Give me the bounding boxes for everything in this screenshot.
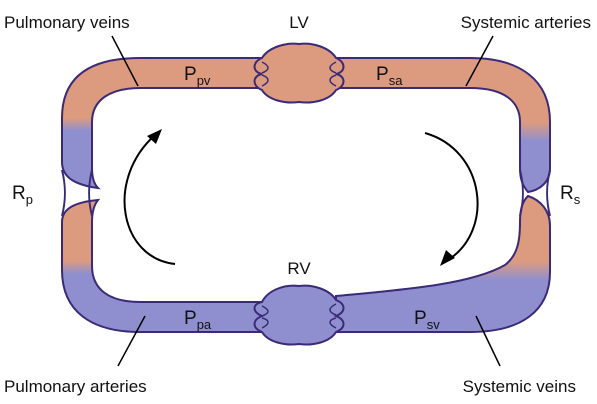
ppa-label: Ppa [184, 308, 212, 332]
psa-label: Psa [376, 64, 403, 88]
systemic-veins-leader [475, 315, 501, 367]
rp-constriction [61, 169, 93, 217]
rs-label: Rs [560, 183, 581, 207]
bottom-vessel-left [61, 198, 263, 333]
systemic-veins-label: Systemic veins [463, 377, 576, 396]
pulmonary-veins-leader [111, 35, 139, 87]
right-flow-arrow [424, 132, 479, 261]
rp-label: Rp [12, 183, 33, 207]
rv-chamber [253, 284, 345, 346]
ppv-label: Ppv [184, 64, 211, 88]
right-flow-arrowhead [440, 250, 455, 266]
lv-label: LV [289, 13, 309, 32]
rv-label: RV [287, 259, 311, 278]
left-flow-arrowhead [147, 129, 162, 144]
lv-chamber [253, 42, 345, 104]
psv-label: Psv [414, 308, 440, 332]
pulmonary-arteries-leader [117, 315, 146, 367]
systemic-arteries-leader [465, 35, 494, 87]
top-vessel [61, 57, 263, 190]
pulmonary-veins-label: Pulmonary veins [4, 13, 130, 32]
pulmonary-arteries-label: Pulmonary arteries [4, 377, 147, 396]
lv-valves [261, 61, 337, 87]
left-flow-arrow [123, 134, 176, 265]
systemic-arteries-label: Systemic arteries [461, 13, 591, 32]
rv-valves [261, 303, 337, 329]
rs-constriction [519, 169, 551, 217]
top-vessel-right [335, 57, 551, 194]
